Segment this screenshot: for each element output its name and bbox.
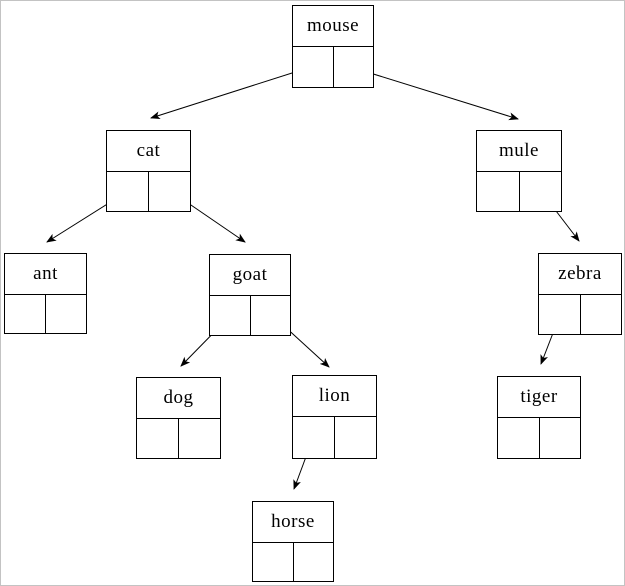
left-pointer-cell [5, 295, 45, 333]
pointer-cells [293, 416, 376, 458]
left-pointer-cell [498, 418, 539, 458]
node-label: dog [163, 387, 194, 408]
pointer-cells [5, 294, 86, 333]
node-label: tiger [520, 386, 558, 407]
tree-node-cat: cat [106, 130, 191, 212]
edge-mouse-mule [353, 67, 519, 121]
left-pointer-cell [293, 417, 334, 458]
node-label: zebra [558, 263, 602, 284]
node-label: cat [136, 140, 161, 161]
right-pointer-cell [292, 543, 334, 581]
edge-mouse-cat [150, 65, 315, 120]
right-pointer-cell [579, 295, 622, 334]
pointer-cells [477, 171, 561, 211]
node-label: ant [33, 263, 58, 284]
tree-node-mouse: mouse [292, 5, 374, 88]
left-pointer-cell [293, 47, 333, 87]
left-pointer-cell [539, 295, 580, 334]
right-pointer-cell [148, 172, 190, 211]
tree-node-zebra: zebra [538, 253, 622, 335]
pointer-cells [210, 295, 290, 335]
right-pointer-cell [518, 172, 562, 211]
right-pointer-cell [178, 419, 220, 458]
pointer-cells [539, 294, 621, 334]
right-pointer-cell [334, 417, 376, 458]
pointer-cells [107, 171, 190, 211]
tree-node-goat: goat [209, 254, 291, 336]
tree-node-lion: lion [292, 375, 377, 459]
left-pointer-cell [253, 543, 293, 581]
right-pointer-cell [538, 418, 581, 458]
node-label: lion [318, 385, 351, 406]
left-pointer-cell [210, 296, 250, 335]
tree-node-dog: dog [136, 377, 221, 459]
left-pointer-cell [107, 172, 148, 211]
tree-node-mule: mule [476, 130, 562, 212]
pointer-cells [293, 46, 373, 87]
right-pointer-cell [332, 47, 374, 87]
pointer-cells [253, 542, 333, 581]
left-pointer-cell [137, 419, 178, 458]
right-pointer-cell [45, 295, 86, 333]
node-label: horse [271, 511, 315, 532]
node-label: mouse [306, 15, 360, 36]
node-label: goat [232, 264, 268, 285]
right-pointer-cell [249, 296, 291, 335]
left-pointer-cell [477, 172, 519, 211]
pointer-cells [498, 417, 580, 458]
pointer-cells [137, 418, 220, 458]
tree-node-tiger: tiger [497, 376, 581, 459]
tree-node-horse: horse [252, 501, 334, 582]
node-label: mule [499, 140, 539, 161]
tree-node-ant: ant [4, 253, 87, 334]
